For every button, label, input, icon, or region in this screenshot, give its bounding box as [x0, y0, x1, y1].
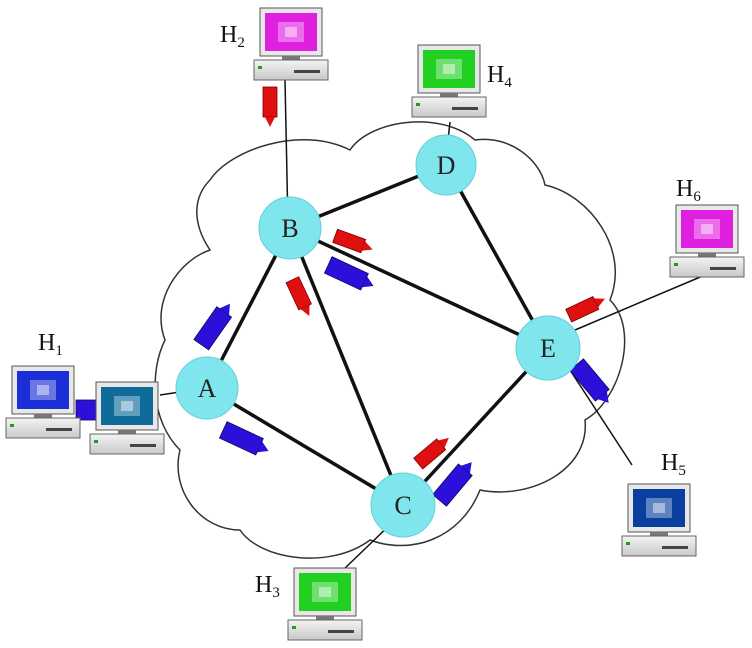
host-h6-computer	[669, 204, 745, 278]
host-label-h5: H5	[661, 450, 686, 479]
link-c-e	[401, 346, 550, 507]
packet-blue-h1	[75, 399, 97, 421]
router-nodes: A B C D E	[175, 134, 581, 538]
router-e-label: E	[540, 334, 556, 363]
packet-blue-e-h5	[569, 358, 610, 403]
hosts	[5, 7, 745, 641]
host-label-h4: H4	[487, 62, 512, 91]
packet-red-e-h6	[565, 296, 605, 323]
packet-red-h2	[262, 86, 278, 127]
link-h6-e	[574, 274, 706, 331]
host-labels: H1 H2 H3 H4 H5 H6	[38, 22, 701, 601]
link-b-c	[288, 227, 405, 506]
host-label-h2: H2	[220, 22, 245, 51]
packet-blue-b-e	[323, 256, 374, 291]
packet-red-c-e	[413, 437, 449, 470]
packet-blue-c-e	[432, 462, 473, 507]
link-b-e	[289, 226, 549, 350]
packet-red-b-c	[285, 276, 312, 316]
router-b: B	[258, 196, 322, 260]
router-d-label: D	[437, 151, 456, 180]
packet-blue-a-c	[218, 421, 269, 456]
router-b-label: B	[281, 214, 298, 243]
host-h3-computer	[287, 567, 363, 641]
link-d-e	[444, 164, 550, 349]
host-h5-computer	[621, 483, 697, 557]
host-label-h3: H3	[255, 572, 280, 601]
host-h1-computer	[5, 365, 81, 439]
router-a: A	[175, 356, 239, 420]
router-d: D	[415, 134, 477, 196]
packet-blue-a-b	[193, 303, 233, 351]
router-c-label: C	[394, 491, 411, 520]
router-c: C	[370, 472, 436, 538]
router-e: E	[515, 315, 581, 381]
host-label-h6: H6	[676, 176, 701, 205]
host-h2-computer	[253, 7, 329, 81]
packets	[75, 86, 610, 507]
link-a-c	[206, 386, 404, 507]
packet-red-b-d	[332, 228, 373, 254]
host-label-h1: H1	[38, 330, 63, 359]
router-a-label: A	[198, 374, 217, 403]
host-h4-computer	[411, 44, 487, 118]
host-h1-2-computer	[89, 381, 165, 455]
link-h5-e	[569, 369, 633, 466]
